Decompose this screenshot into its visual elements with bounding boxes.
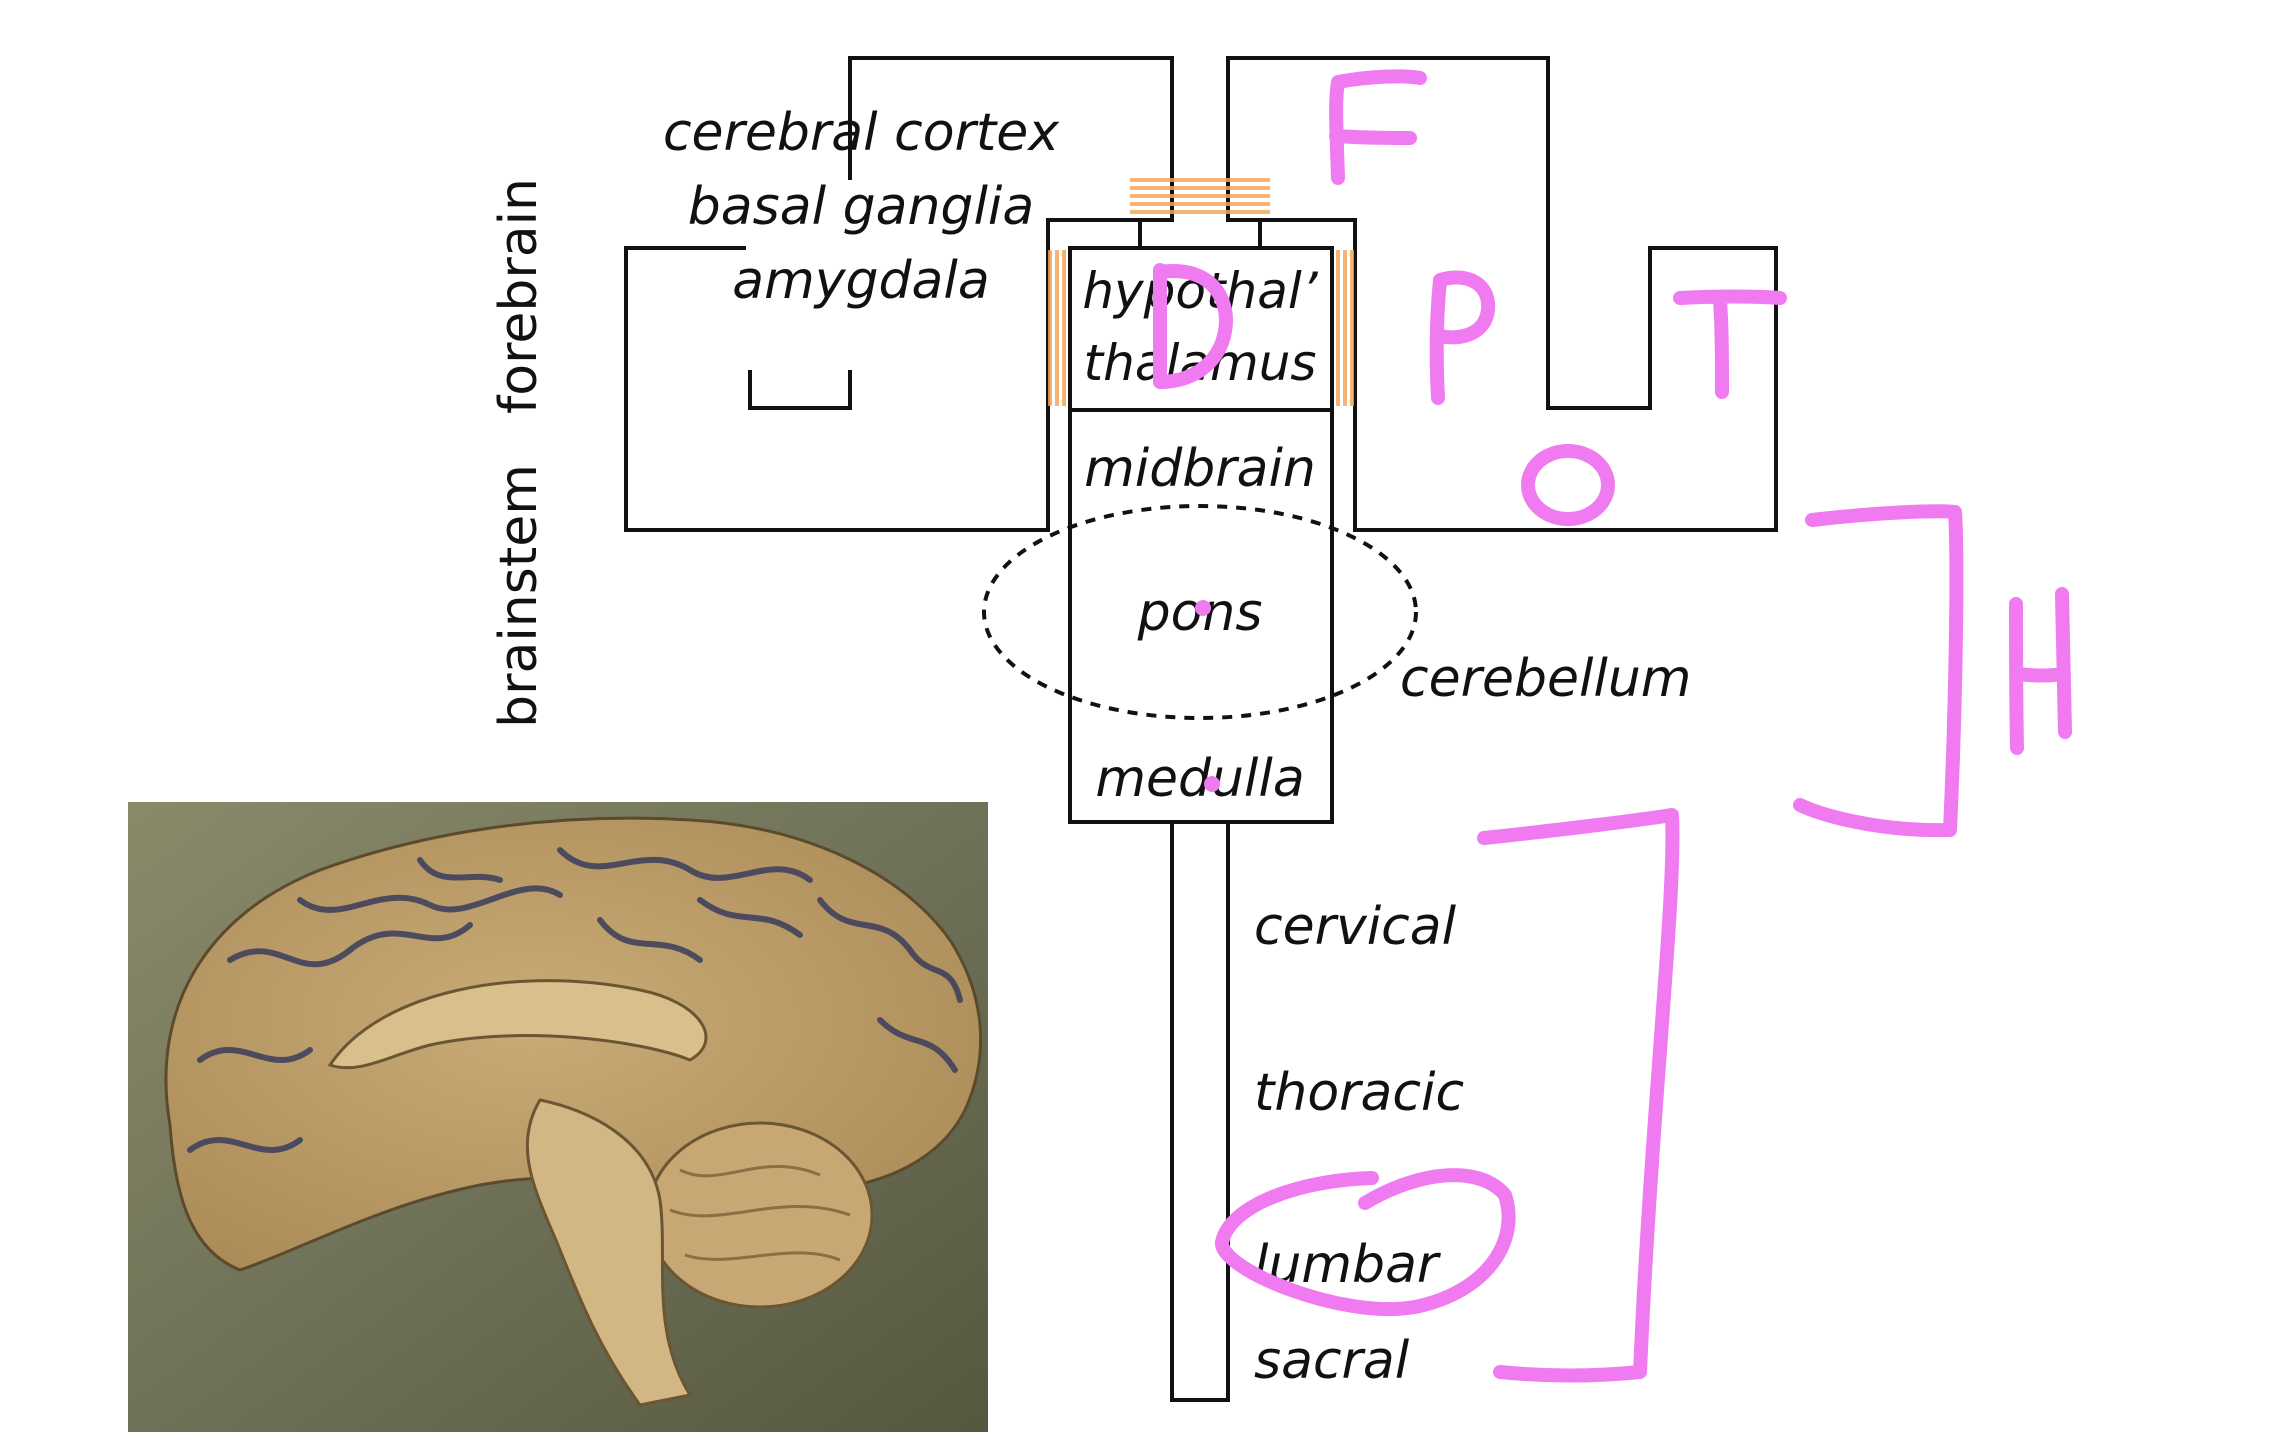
annotation-letter-o bbox=[1521, 444, 1615, 526]
annotation-letter-d bbox=[1153, 263, 1233, 389]
left-cap-outline bbox=[1048, 218, 1142, 248]
basal-ganglia-label: basal ganglia bbox=[688, 177, 1034, 237]
annotation-bracket-lower bbox=[1477, 808, 1680, 1383]
annotation-bracket-upper bbox=[1793, 504, 1964, 838]
annotation-dot-medulla bbox=[1204, 776, 1220, 792]
annotation-letter-t bbox=[1673, 289, 1787, 399]
brainstem-box bbox=[1068, 246, 1334, 824]
cervical-label: cervical bbox=[1254, 897, 1457, 957]
cerebral-cortex-label: cerebral cortex bbox=[663, 103, 1060, 163]
annotation-dot-pons bbox=[1195, 600, 1211, 616]
diagram-outline bbox=[624, 56, 1778, 1402]
corpus-callosum-shape bbox=[327, 979, 708, 1070]
right-hatch bbox=[1336, 250, 1354, 406]
spinal-cord-outline bbox=[1170, 822, 1230, 1402]
cerebellum-label: cerebellum bbox=[1400, 649, 1691, 709]
cerebellum-folia bbox=[669, 1165, 851, 1262]
annotations bbox=[1153, 69, 2072, 1383]
top-hatch bbox=[1130, 178, 1270, 214]
annotation-letter-h bbox=[2009, 587, 2072, 755]
brain-photo bbox=[128, 802, 988, 1432]
brainstem-photo-shape bbox=[525, 1098, 693, 1407]
midbrain-label: midbrain bbox=[1084, 439, 1316, 499]
annotation-letter-f bbox=[1329, 69, 1427, 185]
thoracic-label: thoracic bbox=[1254, 1063, 1464, 1123]
amygdala-label: amygdala bbox=[732, 251, 990, 311]
sulci-lines bbox=[187, 847, 963, 1153]
erase-mark bbox=[746, 180, 754, 370]
annotation-lumbar-circle bbox=[1215, 1168, 1516, 1317]
right-cap-outline bbox=[1258, 218, 1355, 248]
annotation-letter-p bbox=[1429, 270, 1496, 405]
sacral-label: sacral bbox=[1254, 1331, 1410, 1391]
orange-highlights bbox=[1048, 178, 1354, 406]
left-hatch bbox=[1048, 250, 1066, 406]
forebrain-label: forebrain bbox=[489, 178, 549, 414]
cerebellum-outline bbox=[982, 504, 1418, 720]
erase-mark bbox=[846, 180, 854, 370]
brainstem-label: brainstem bbox=[489, 464, 549, 728]
medulla-label: medulla bbox=[1095, 749, 1304, 809]
